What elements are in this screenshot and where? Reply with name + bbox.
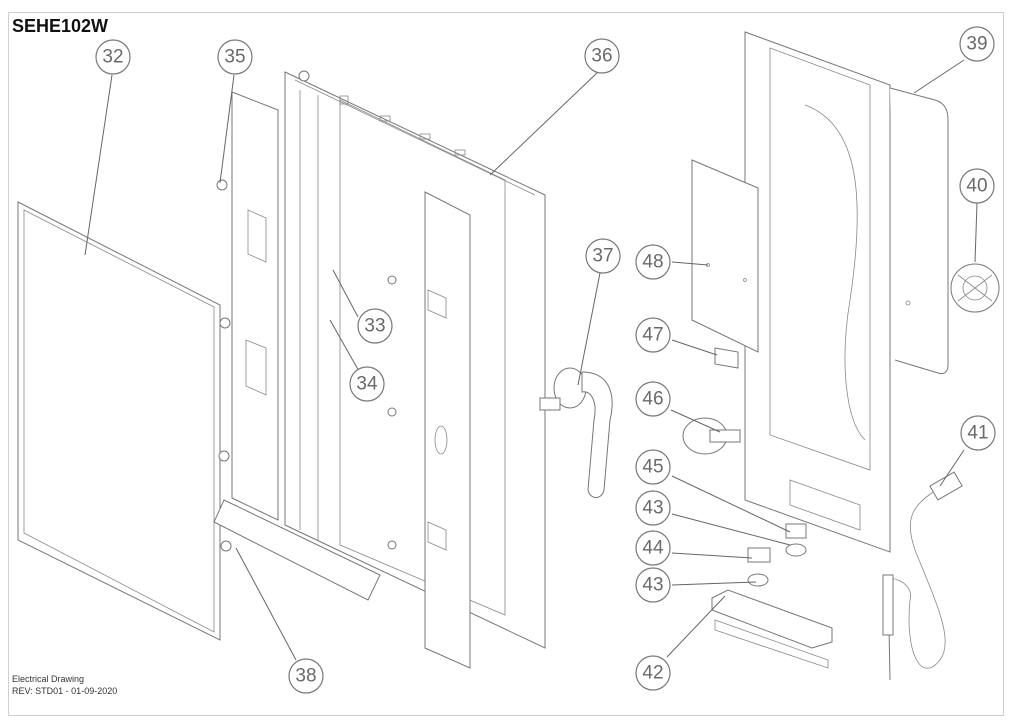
callout-46: 46 (635, 381, 671, 417)
callout-35: 35 (217, 39, 253, 75)
callout-37: 37 (585, 238, 621, 274)
callout-45: 45 (635, 449, 671, 485)
callout-43-lower-label: 43 (642, 575, 663, 596)
callout-44-label: 44 (642, 538, 664, 559)
callout-32: 32 (95, 39, 131, 75)
part-probe-cable (882, 471, 963, 681)
part-small-bracket (714, 347, 739, 369)
callout-36: 36 (584, 38, 620, 74)
part-inner-door-frame (213, 91, 381, 601)
footer-revision: REV: STD01 - 01-09-2020 (12, 686, 118, 696)
callout-39-label: 39 (966, 34, 987, 55)
drawing-title: SEHE102W (12, 16, 109, 36)
part-connectors (747, 523, 807, 587)
part-glass-panel (17, 201, 221, 641)
callout-42-label: 42 (642, 663, 663, 684)
callout-40-label: 40 (966, 176, 987, 197)
callout-33: 33 (357, 308, 393, 344)
callout-48-label: 48 (642, 252, 663, 273)
drawing-frame (8, 12, 1004, 716)
part-switch (682, 417, 741, 455)
part-outer-door (284, 70, 546, 649)
part-fan (950, 263, 1000, 313)
footer-title: Electrical Drawing (12, 674, 85, 684)
part-door-handle (539, 367, 613, 498)
callout-40: 40 (959, 168, 995, 204)
callout-43-upper-label: 43 (642, 498, 663, 519)
part-rear-cover (889, 87, 949, 375)
callout-47: 47 (635, 317, 671, 353)
callout-41-label: 41 (967, 423, 988, 444)
callout-36-label: 36 (591, 46, 612, 67)
callout-43-upper: 43 (635, 490, 671, 526)
callout-48: 48 (635, 244, 671, 280)
callout-32-label: 32 (102, 47, 123, 68)
part-hinge-strip (424, 191, 471, 669)
part-control-panel-housing (744, 31, 891, 553)
part-base-tray (711, 589, 833, 669)
callout-34: 34 (349, 366, 385, 402)
callout-37-label: 37 (592, 246, 613, 267)
leader-lines (84, 59, 978, 661)
callout-46-label: 46 (642, 389, 663, 410)
callout-33-label: 33 (364, 316, 385, 337)
callout-42: 42 (635, 655, 671, 691)
callout-45-label: 45 (642, 457, 663, 478)
callout-38: 38 (288, 658, 324, 694)
callout-38-label: 38 (295, 666, 316, 687)
callout-47-label: 47 (642, 325, 663, 346)
part-control-board (691, 159, 759, 353)
callout-35-label: 35 (224, 47, 245, 68)
callout-43-lower: 43 (635, 567, 671, 603)
callout-39: 39 (959, 26, 995, 62)
callout-34-label: 34 (356, 374, 378, 395)
callout-44: 44 (635, 530, 671, 566)
callout-41: 41 (960, 415, 996, 451)
